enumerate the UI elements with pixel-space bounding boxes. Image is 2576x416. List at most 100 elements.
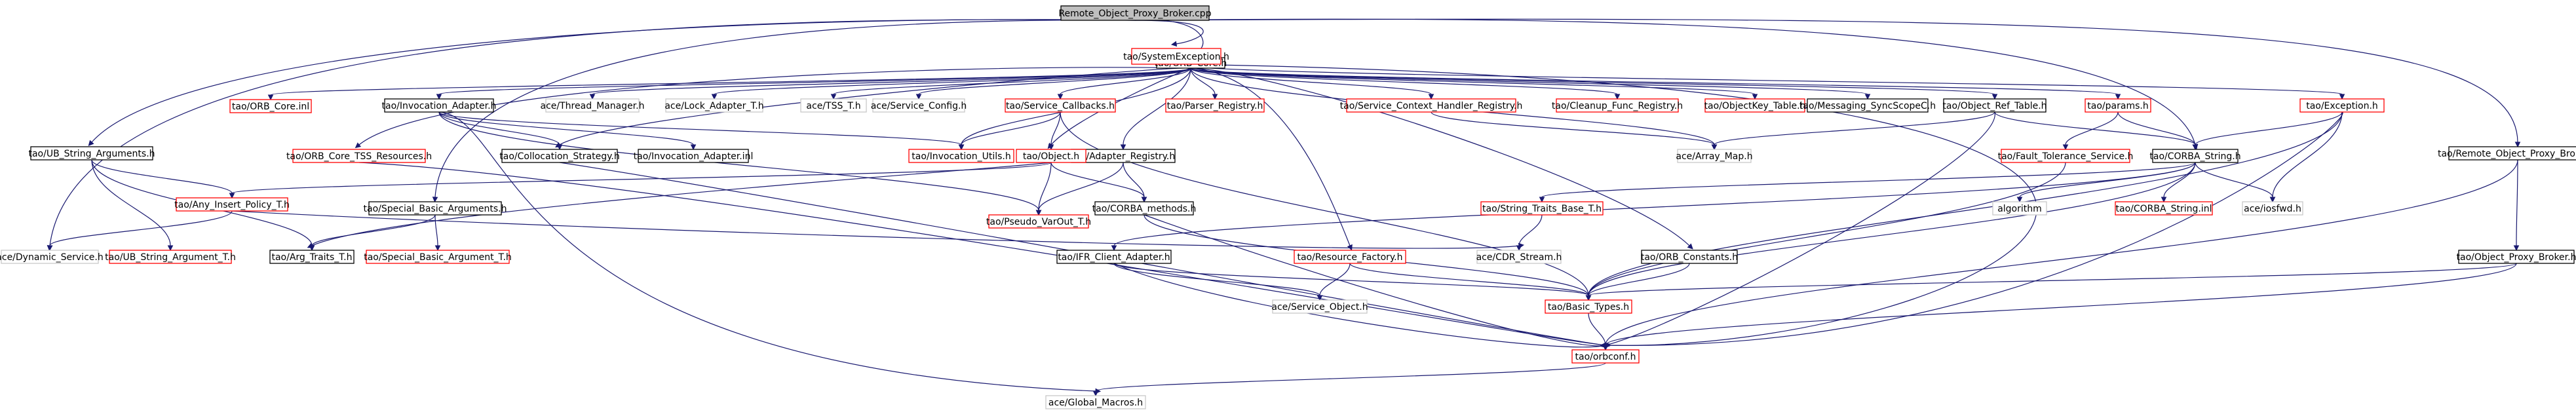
node-svcctxhandler[interactable]: tao/Service_Context_Handler_Registry.h: [1340, 98, 1523, 113]
node-colloc[interactable]: tao/Collocation_Strategy.h: [499, 149, 620, 163]
node-cdrstream[interactable]: ace/CDR_Stream.h: [1476, 250, 1562, 264]
node-svcconfig[interactable]: ace/Service_Config.h: [871, 98, 967, 113]
node-box: [1943, 98, 2047, 113]
node-sysexc[interactable]: tao/SystemException.h: [1123, 48, 1229, 65]
edge-orbcore-to-invadapter: [436, 67, 1191, 100]
edge-exception-to-corbastring: [2192, 111, 2343, 151]
node-box: [1641, 250, 1738, 264]
node-orbcoretss[interactable]: tao/ORB_Core_TSS_Resources.h: [286, 149, 432, 163]
node-threadmgr[interactable]: ace/Thread_Manager.h: [541, 98, 645, 113]
edge-root-to-ulstring: [88, 19, 1136, 147]
node-box: [2115, 201, 2213, 216]
node-invutils[interactable]: tao/Invocation_Utils.h: [908, 149, 1014, 163]
node-object[interactable]: tao/Object.h: [1016, 149, 1086, 163]
node-box: [2001, 149, 2130, 163]
edge-params-to-corbastring: [2117, 111, 2199, 151]
node-label: ace/TSS_T.h: [806, 101, 860, 111]
node-box: [1005, 98, 1116, 113]
node-specialbasic[interactable]: tao/Special_Basic_Arguments.h: [364, 201, 507, 216]
node-box: [2299, 98, 2385, 113]
edge-objreftable-to-arraymap: [1711, 111, 1995, 151]
node-box: [2085, 98, 2151, 113]
node-label: ace/Service_Config.h: [871, 101, 967, 111]
node-label: tao/UB_String_Arguments.h: [28, 149, 155, 159]
node-algorithm[interactable]: algorithm: [1992, 201, 2047, 216]
node-lockadapter[interactable]: ace/Lock_Adapter_T.h: [664, 98, 764, 113]
node-box: [1131, 48, 1221, 65]
edge-adapterreg-to-corbamethods: [1123, 162, 1147, 203]
edge-rop_broker_h-to-objproxybroker: [2513, 159, 2520, 252]
node-basictypes[interactable]: tao/Basic_Types.h: [1545, 299, 1632, 314]
node-objreftable[interactable]: tao/Object_Ref_Table.h: [1942, 98, 2047, 113]
node-corbastringinl[interactable]: tao/CORBA_String.inl: [2115, 201, 2213, 216]
edge-orbcore-to-svcctxhandler: [1190, 67, 1434, 100]
node-label: tao/CORBA_String.inl: [2116, 204, 2212, 214]
edge-svccallbacks-to-object: [1048, 111, 1061, 151]
node-globalmacros[interactable]: ace/Global_Macros.h: [1045, 395, 1146, 409]
node-params[interactable]: tao/params.h: [2085, 98, 2151, 113]
node-label: ace/Service_Object.h: [1271, 302, 1368, 312]
node-objkeytable[interactable]: tao/ObjectKey_Table.h: [1704, 98, 1806, 113]
node-label: tao/ORB_Constants.h: [1641, 252, 1738, 263]
node-specialbasicarg[interactable]: tao/Special_Basic_Argument_T.h: [364, 250, 512, 264]
node-label: tao/Service_Callbacks.h: [1006, 101, 1115, 111]
node-box: [384, 98, 494, 113]
node-invadapterinl[interactable]: tao/Invocation_Adapter.inl: [634, 149, 754, 163]
node-box: [1094, 201, 1194, 216]
node-box: [366, 250, 510, 264]
node-box: [1294, 250, 1406, 264]
node-label: tao/ORB_Core.inl: [232, 102, 309, 112]
node-exception[interactable]: tao/Exception.h: [2299, 98, 2385, 113]
node-label: ace/Thread_Manager.h: [541, 101, 645, 111]
edge-corbastring-to-ifrclient: [1111, 162, 2196, 252]
node-argtraits[interactable]: tao/Arg_Traits_T.h: [269, 250, 355, 264]
node-iosfwd[interactable]: ace/iosfwd.h: [2242, 201, 2303, 216]
node-rop_broker_h[interactable]: tao/Remote_Object_Proxy_Broker.h: [2438, 146, 2576, 161]
node-tsst[interactable]: ace/TSS_T.h: [800, 98, 867, 113]
node-svcobject[interactable]: ace/Service_Object.h: [1271, 299, 1368, 314]
node-parserreg[interactable]: tao/Parser_Registry.h: [1165, 98, 1265, 113]
node-box: [872, 98, 965, 113]
node-stringtraits[interactable]: tao/String_Traits_Base_T.h: [1480, 201, 1604, 216]
node-corbamethods[interactable]: tao/CORBA_methods.h: [1092, 201, 1197, 216]
node-box: [292, 149, 426, 163]
node-corbastring[interactable]: tao/CORBA_String.h: [2149, 149, 2241, 163]
node-pseudovar[interactable]: tao/Pseudo_VarOut_T.h: [986, 214, 1091, 229]
node-faulttol[interactable]: tao/Fault_Tolerance_Service.h: [1998, 149, 2134, 163]
node-box: [1, 250, 99, 264]
node-label: tao/Pseudo_VarOut_T.h: [986, 217, 1091, 227]
node-orbconstants[interactable]: tao/ORB_Constants.h: [1641, 250, 1738, 264]
node-label: tao/Exception.h: [2306, 101, 2378, 111]
node-ifrclient[interactable]: tao/IFR_Client_Adapter.h: [1056, 250, 1172, 264]
node-root[interactable]: Remote_Object_Proxy_Broker.cpp: [1058, 5, 1212, 21]
node-label: tao/Any_Insert_Policy_T.h: [174, 200, 290, 210]
node-label: tao/Remote_Object_Proxy_Broker.h: [2438, 149, 2576, 159]
edge-resfactory-to-svcobject: [1317, 263, 1351, 301]
edge-orbcore-to-orbconstants: [1190, 67, 1693, 250]
node-label: tao/Messaging_SyncScopeC.h: [1799, 101, 1936, 111]
node-dynservice[interactable]: ace/Dynamic_Service.h: [0, 250, 104, 264]
node-box: [1807, 98, 1929, 113]
node-label: tao/Collocation_Strategy.h: [499, 151, 619, 162]
node-syncscope[interactable]: tao/Messaging_SyncScopeC.h: [1799, 98, 1936, 113]
node-svccallbacks[interactable]: tao/Service_Callbacks.h: [1005, 98, 1116, 113]
node-invadapter[interactable]: tao/Invocation_Adapter.h: [382, 98, 497, 113]
node-orbconf[interactable]: tao/orbconf.h: [1571, 349, 1640, 364]
edge-anyinsert-to-dynservice: [47, 210, 233, 252]
edge-ulstring-to-ubstringarg: [91, 159, 174, 252]
node-ulstring[interactable]: tao/UB_String_Arguments.h: [28, 146, 155, 161]
node-anyinsert[interactable]: tao/Any_Insert_Policy_T.h: [174, 197, 290, 212]
node-label: tao/Special_Basic_Argument_T.h: [364, 252, 512, 263]
node-resfactory[interactable]: tao/Resource_Factory.h: [1294, 250, 1406, 264]
node-objproxybroker[interactable]: tao/Object_Proxy_Broker.h: [2457, 250, 2576, 264]
node-arraymap[interactable]: ace/Array_Map.h: [1676, 149, 1753, 163]
node-adapterreg[interactable]: tao/Adapter_Registry.h: [1071, 149, 1176, 163]
node-ubstringarg[interactable]: tao/UB_String_Argument_T.h: [105, 250, 236, 264]
node-orbcoreinl[interactable]: tao/ORB_Core.inl: [229, 99, 312, 113]
edge-exception-to-iosfwd: [2269, 111, 2343, 203]
edge-svccallbacks-to-invutils: [958, 111, 1061, 151]
node-box: [501, 149, 618, 163]
node-cleanupfunc[interactable]: tao/Cleanup_Func_Registry.h: [1552, 98, 1683, 113]
node-box: [988, 214, 1089, 229]
node-box: [545, 98, 640, 113]
